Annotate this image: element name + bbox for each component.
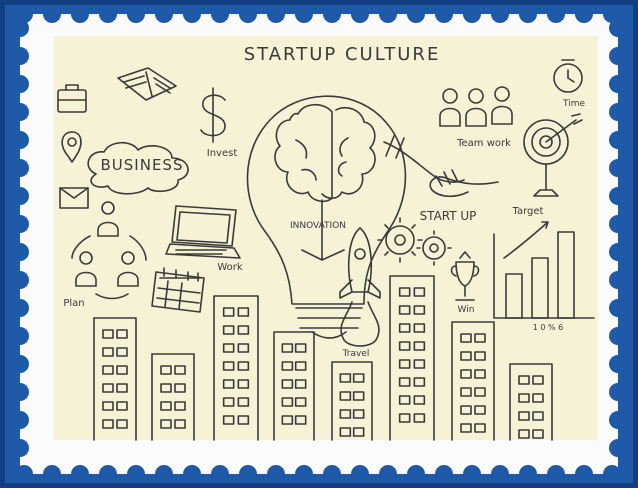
trophy-icon <box>450 251 480 301</box>
bar-growth-icon <box>493 221 595 319</box>
handshake-icon <box>383 135 499 198</box>
target-label: Target <box>512 206 544 217</box>
time-label: Time <box>562 99 585 109</box>
innovation-label: INNOVATION <box>290 221 346 231</box>
target-icon <box>523 113 583 197</box>
business-label: BUSINESS <box>101 156 184 174</box>
sketch-paper <box>54 36 598 440</box>
start-up-label: START UP <box>420 209 477 223</box>
business-cloud <box>87 141 189 195</box>
location-pin-icon <box>61 131 82 163</box>
travel-label: Travel <box>342 349 370 359</box>
team-icon <box>439 86 513 127</box>
invest-label: Invest <box>207 148 238 159</box>
lightbulb-brain-icon <box>246 95 407 339</box>
team-work-label: Team work <box>456 138 511 149</box>
sketch-title: STARTUP CULTURE <box>244 44 441 65</box>
rocket-icon <box>339 227 381 347</box>
city-buildings <box>93 275 553 441</box>
envelope-icon <box>59 187 89 209</box>
chart-axis-label: 1 0 % 6 <box>533 323 564 332</box>
book-icon <box>117 67 177 101</box>
calendar-icon <box>151 267 205 313</box>
team-cycle-icon <box>71 201 147 300</box>
plan-label: Plan <box>63 298 84 309</box>
dollar-icon <box>200 87 226 143</box>
gears-icon <box>377 217 452 266</box>
briefcase-icon <box>57 84 87 113</box>
sketch-labels: BUSINESS Invest INNOVATION Team work Tim… <box>63 99 585 359</box>
win-label: Win <box>458 305 475 315</box>
laptop-icon <box>165 205 241 259</box>
clock-icon <box>553 59 583 93</box>
work-label: Work <box>217 262 243 273</box>
